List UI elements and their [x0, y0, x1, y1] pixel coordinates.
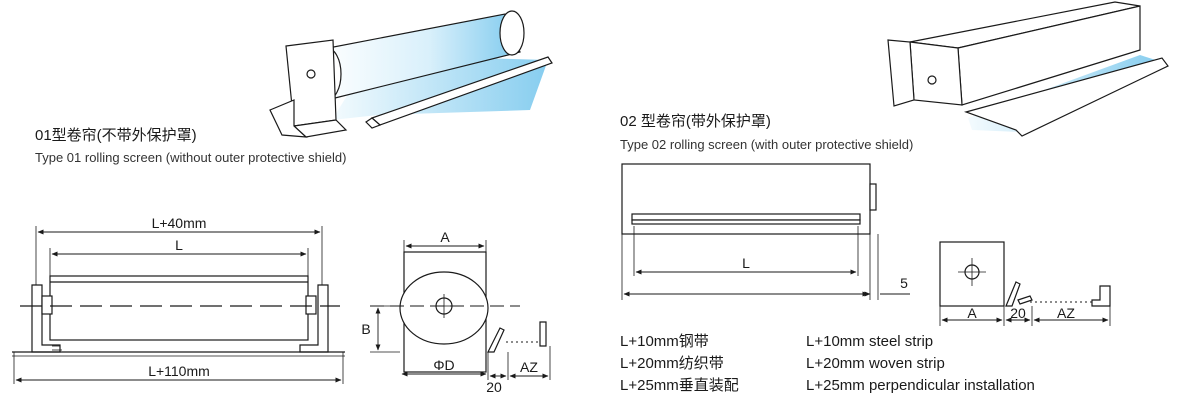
dim-20: 20: [486, 379, 502, 395]
legend-en-item: L+25mm perpendicular installation: [806, 377, 1035, 394]
legend-cn-item: L+25mm垂直装配: [620, 377, 739, 394]
type02-front-view: [621, 163, 910, 300]
legend-en: L+10mm steel strip L+20mm woven strip L+…: [806, 331, 1035, 397]
type02-title-cn: 02 型卷帘(带外保护罩): [620, 113, 771, 130]
legend-en-item: L+10mm steel strip: [806, 333, 934, 350]
dim-20-type02: 20: [1010, 305, 1026, 321]
type01-title-en: Type 01 rolling screen (without outer pr…: [35, 150, 347, 165]
type01-front-view: [12, 226, 345, 384]
dim-az-type02: AZ: [1057, 305, 1075, 321]
legend-cn-item: L+10mm钢带: [620, 333, 709, 350]
legend-cn: L+10mm钢带 L+20mm纺织带 L+25mm垂直装配: [620, 331, 739, 397]
dim-phi-d: ΦD: [433, 357, 454, 373]
dim-l-plus-40: L+40mm: [152, 215, 207, 231]
dim-b: B: [361, 321, 370, 337]
type02-side-view: [939, 241, 1111, 326]
legend-en-item: L+20mm woven strip: [806, 355, 945, 372]
dim-az: AZ: [520, 359, 538, 375]
dimension-labels: L+40mm L L+110mm A B ΦD 20 AZ L 5 A 20 A…: [148, 215, 1075, 395]
type02-title-en: Type 02 rolling screen (with outer prote…: [620, 137, 914, 152]
dim-5: 5: [900, 275, 908, 291]
dim-l: L: [175, 237, 183, 253]
type01-illustration: [269, 10, 553, 138]
type01-title-cn: 01型卷帘(不带外保护罩): [35, 127, 197, 144]
dim-a: A: [440, 229, 450, 245]
dim-l-plus-110: L+110mm: [148, 363, 210, 379]
type01-side-view: [370, 240, 551, 380]
type02-illustration: [887, 1, 1169, 137]
dim-a-type02: A: [967, 305, 977, 321]
legend-cn-item: L+20mm纺织带: [620, 355, 724, 372]
dim-l-type02: L: [742, 255, 750, 271]
